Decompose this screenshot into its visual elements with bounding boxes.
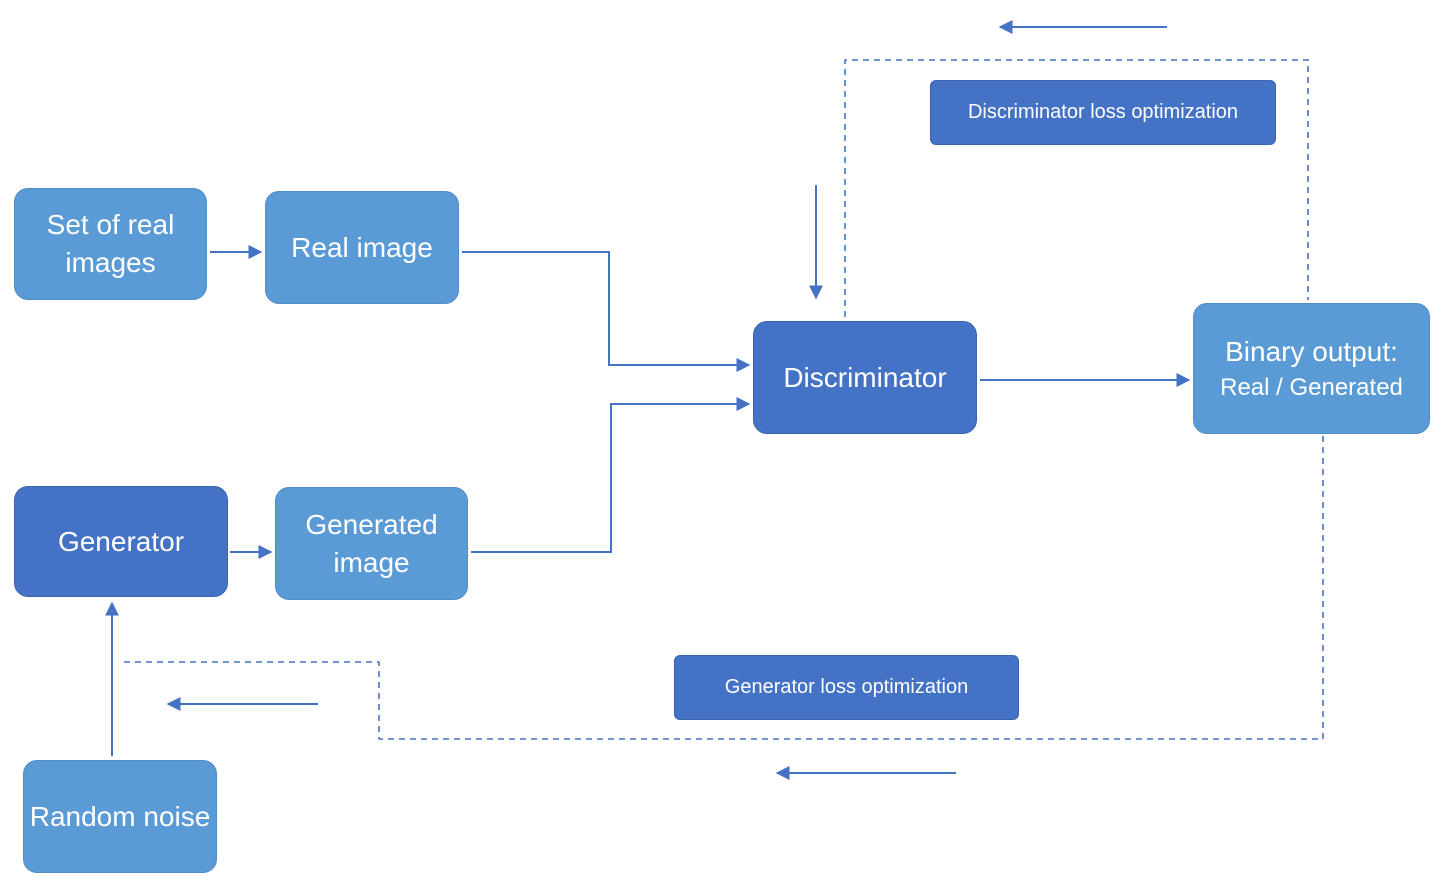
arrow-generated-image-to-discriminator — [471, 397, 751, 553]
generator-loss-loop — [120, 436, 1324, 740]
discriminator-loss-label: Discriminator loss optimization — [967, 101, 1239, 123]
discriminator-loss-label-box: Discriminator loss optimization — [930, 80, 1276, 145]
generated-image-node: Generated image — [275, 487, 468, 600]
discriminator-loss-loop — [844, 59, 1309, 317]
generator-node: Generator — [14, 486, 228, 597]
binary-output-node: Binary output: Real / Generated — [1193, 303, 1430, 434]
discriminator-label: Discriminator — [783, 361, 947, 393]
random-noise-label: Random noise — [29, 800, 211, 832]
generator-loss-label-box: Generator loss optimization — [674, 655, 1019, 720]
arrow-real-image-to-discriminator — [462, 251, 751, 372]
generator-label: Generator — [57, 525, 185, 557]
real-image-node: Real image — [265, 191, 459, 304]
real-image-label: Real image — [291, 231, 433, 263]
discriminator-node: Discriminator — [753, 321, 977, 434]
random-noise-node: Random noise — [23, 760, 217, 873]
binary-output-subtitle: Real / Generated — [1220, 373, 1403, 401]
generated-image-label: Generated image — [305, 508, 438, 578]
set-of-real-images-node: Set of real images — [14, 188, 207, 300]
set-of-real-images-label: Set of real images — [46, 209, 175, 278]
generator-loss-label: Generator loss optimization — [724, 676, 969, 698]
binary-output-title: Binary output: — [1225, 335, 1398, 367]
